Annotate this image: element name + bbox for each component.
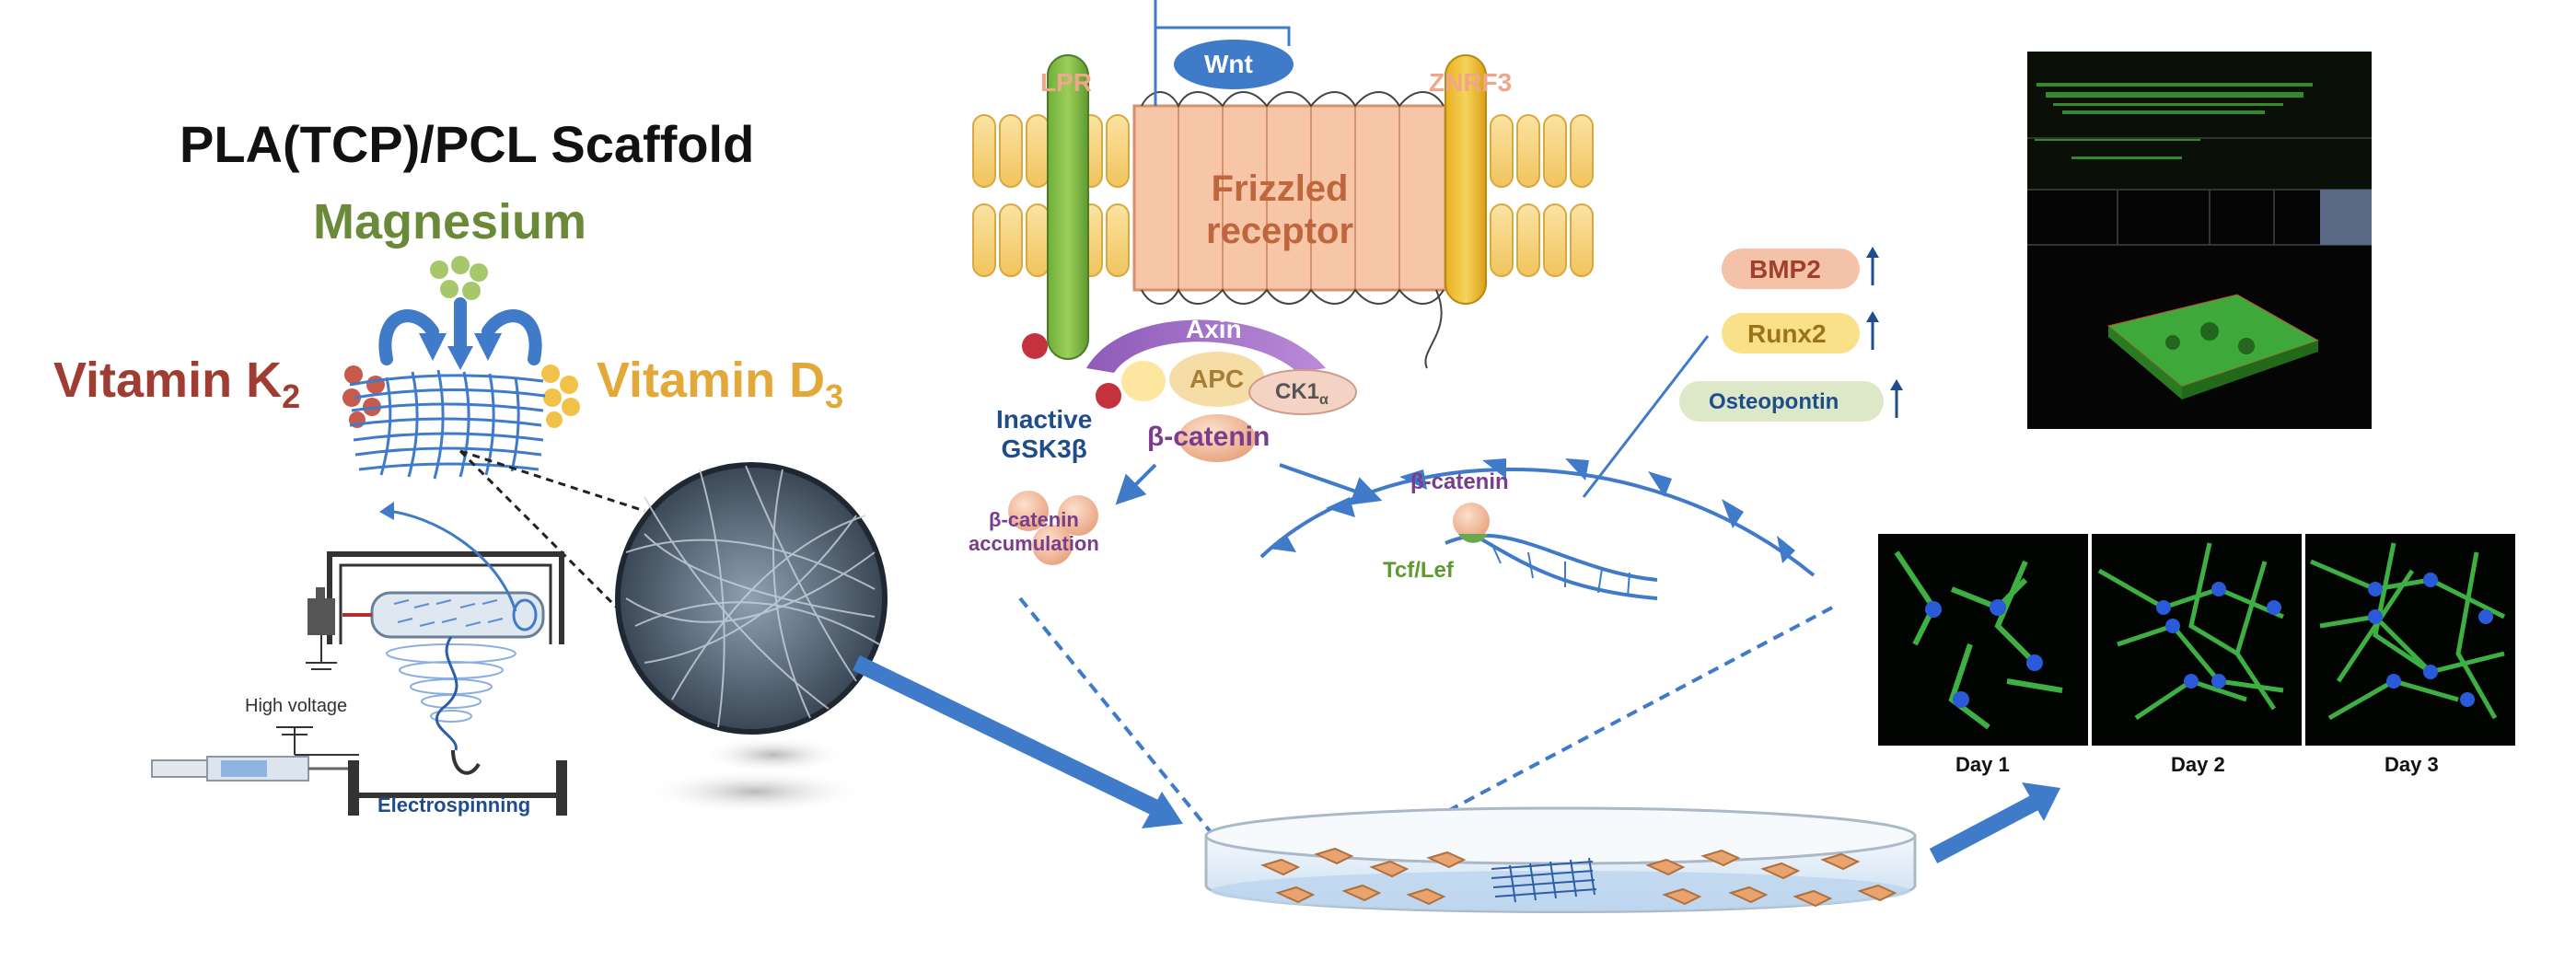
nuclear-pores [1269,458,1795,563]
wnt-ligand [1174,40,1294,89]
day-1-image [1878,534,2088,746]
day-1-label: Day 1 [1955,753,2010,776]
expression-line [1582,335,1710,498]
drop-shadow [644,770,865,814]
beta-catenin-label: β-catenin [1147,422,1271,452]
apc-label: APC [1189,365,1245,393]
runx2-pill [1722,313,1860,353]
gene-markers [1679,247,1903,422]
nuclear-beta-catenin [1453,503,1490,539]
frizzled-line-1: Frizzled [1211,168,1349,209]
inactive-line-2: GSK3β [1001,434,1087,463]
apc [1169,352,1265,407]
vitamin-k-label: Vitamin K2 [53,352,300,416]
phosphate-dot [1022,333,1048,359]
inactive-line-1: Inactive [996,405,1093,434]
sem-shadow [700,736,847,773]
frizzled-receptor [1132,0,1447,369]
high-voltage-label: High voltage [245,696,348,716]
polymer-jet [386,636,516,751]
arrow-heads [419,333,502,370]
frizzled-label: Frizzled receptor [1206,168,1353,252]
phosphate-dot-2 [1096,383,1121,409]
scaffold-title: PLA(TCP)/PCL Scaffold [180,115,755,173]
ck1-subscript: α [1319,391,1329,408]
ck1-text: CK1 [1275,379,1320,404]
arrow-to-dish [853,654,1164,818]
vitamin-k-subscript: 2 [282,376,301,415]
beta-catenin-accumulation [1008,491,1098,565]
osteopontin-label: Osteopontin [1709,389,1839,414]
vitamin-d-particles [541,365,580,428]
lpr-label: LPR [1040,68,1092,97]
collector-post-right [556,760,567,816]
axin [1086,319,1326,373]
vitamin-d-label: Vitamin D3 [597,352,843,416]
lpr-receptor [1047,54,1089,360]
sem-image [615,462,888,735]
power-supply [307,598,335,635]
electrospinning-apparatus [151,502,567,816]
accumulation-line-2: accumulation [969,532,1099,555]
dish-scaffold [1491,857,1597,903]
vitamin-d-text: Vitamin D [597,353,826,408]
vitamin-k-text: Vitamin K [53,353,283,408]
dashed-line-left [1018,596,1217,839]
sem-fibers [625,465,880,728]
znrf3-receptor [1445,54,1487,305]
day-2-image [2092,534,2302,746]
vitamin-d-subscript: 3 [825,376,844,415]
frizzled-line-2: receptor [1206,211,1354,251]
scaffold-illustration [151,256,888,816]
day-3-label: Day 3 [2385,753,2439,776]
incorporation-arrows [378,297,542,365]
inactive-gsk3-label: Inactive GSK3β [996,405,1092,464]
beta-catenin [1178,414,1256,462]
day-3-image [2305,534,2515,746]
osteopontin-pill [1679,381,1884,422]
fiber-mesh [349,369,546,480]
wnt-label: Wnt [1204,50,1253,78]
ck1-label: CK1α [1275,379,1329,409]
rotating-drum [370,591,545,639]
day-2-label: Day 2 [2171,753,2225,776]
accumulation-line-1: β-catenin [989,508,1079,531]
ck1 [1248,369,1357,415]
zoom-line-top [459,449,645,513]
magnesium-particles [430,256,488,300]
arrow-to-microscopy-head [2022,782,2060,821]
bmp2-label: BMP2 [1749,255,1821,284]
cell-images [1878,534,2515,746]
tcf-lef-label: Tcf/Lef [1383,558,1454,583]
runx2-label: Runx2 [1747,319,1827,348]
petri-dish [1204,806,1917,913]
tcf-lef-factor [1458,534,1488,543]
magnesium-label: Magnesium [313,194,587,249]
bmp2-pill [1722,249,1860,289]
wnt-pathway [972,0,1903,858]
accumulation-label: β-catenin accumulation [969,508,1099,556]
syringe-barrel [151,759,208,778]
axin-label: Axin [1186,315,1242,343]
electrospinning-label: Electrospinning [377,793,531,816]
nuclear-beta-catenin-label: β-catenin [1410,469,1509,494]
arrow-to-microscopy [1929,795,2039,863]
gsk3-blob [1121,361,1166,401]
znrf3-label: ZNRF3 [1429,68,1513,97]
confocal-3d-image [2027,52,2375,433]
zoom-line-bottom [458,449,637,628]
upregulation-arrows [1871,254,1898,418]
arrow-to-dish-head [1142,792,1183,828]
collector-post-left [348,760,359,816]
cells [1260,847,1897,908]
